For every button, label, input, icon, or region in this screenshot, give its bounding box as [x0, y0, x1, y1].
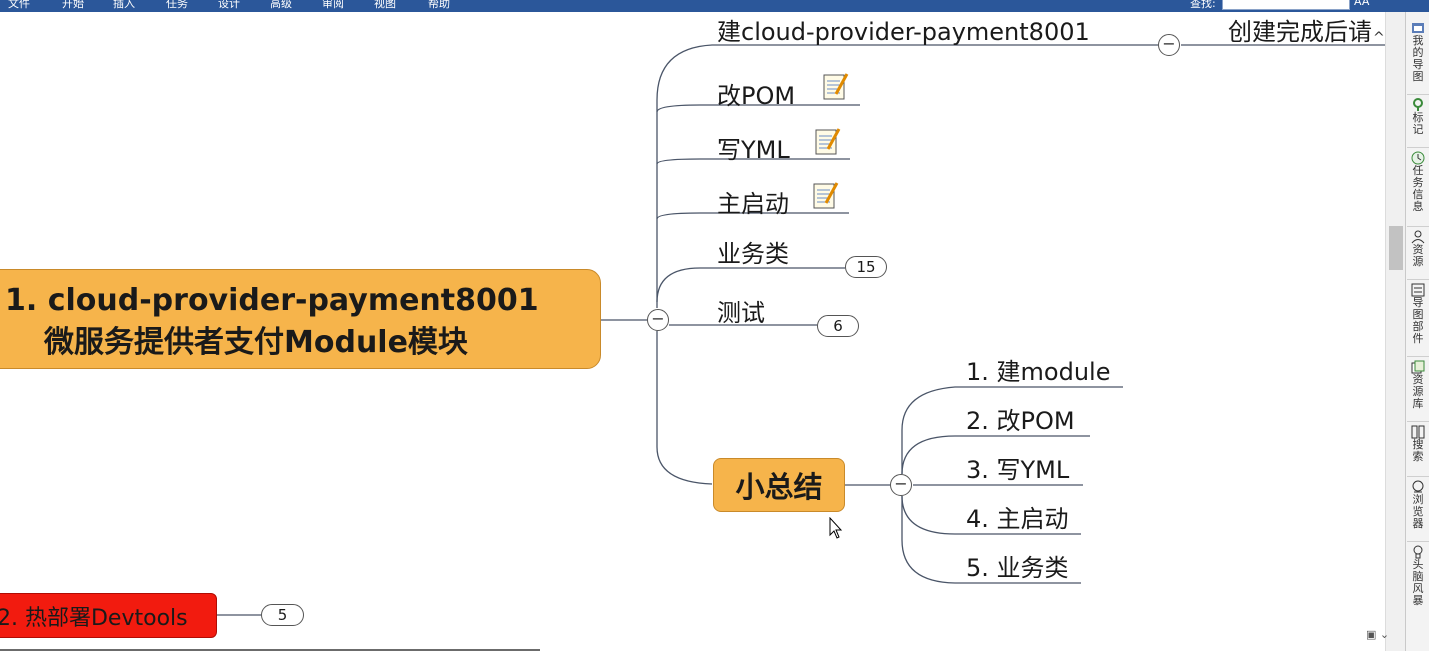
browser-icon — [1412, 480, 1424, 493]
side-tab-map-parts[interactable]: 导图部件 — [1407, 280, 1429, 357]
note-icon[interactable] — [813, 181, 839, 209]
topic-pom[interactable]: 改POM — [717, 82, 796, 110]
side-tab-my-maps[interactable]: 我的导图 — [1407, 18, 1429, 95]
menu-file[interactable]: 文件 — [8, 0, 30, 10]
mindmap-canvas[interactable]: 1. cloud-provider-payment8001 微服务提供者支付Mo… — [0, 12, 1405, 651]
count-badge-devtools[interactable]: 5 — [261, 604, 304, 626]
side-tab-browser[interactable]: 浏览器 — [1407, 477, 1429, 542]
folder-icon — [1412, 23, 1424, 33]
summary-item[interactable]: 1. 建module — [966, 358, 1111, 386]
menu-bar: 文件 开始 插入 任务 设计 高级 审阅 视图 帮助 查找: AA — [0, 0, 1429, 12]
side-tab-label: 头脑风暴 — [1412, 558, 1424, 607]
side-tab-markers[interactable]: 标记 — [1407, 95, 1429, 148]
library-icon — [1411, 360, 1425, 374]
note-icon[interactable] — [823, 72, 849, 100]
side-tab-label: 资源库 — [1412, 373, 1424, 410]
search-label: 查找: — [1190, 0, 1216, 10]
vertical-scrollbar[interactable] — [1385, 12, 1406, 651]
topic-main-class[interactable]: 主启动 — [717, 190, 789, 218]
view-options-icon[interactable]: ▣ ⌄ — [1366, 628, 1390, 641]
side-tab-label: 任务信息 — [1412, 164, 1424, 213]
parts-icon — [1411, 283, 1425, 297]
topic-devtools[interactable]: 2. 热部署Devtools — [0, 593, 217, 638]
side-tab-label: 资源 — [1412, 243, 1424, 268]
chevron-up-icon[interactable]: ^ — [1373, 30, 1385, 46]
menu-help[interactable]: 帮助 — [428, 0, 450, 10]
scrollbar-thumb[interactable] — [1389, 226, 1403, 270]
side-tab-resources[interactable]: 资源 — [1407, 227, 1429, 280]
summary-item[interactable]: 5. 业务类 — [966, 554, 1069, 582]
menu-view[interactable]: 视图 — [374, 0, 396, 10]
search-icon — [1411, 425, 1425, 439]
side-tab-label: 标记 — [1412, 111, 1424, 136]
summary-item[interactable]: 3. 写YML — [966, 456, 1070, 484]
mouse-cursor-icon — [829, 517, 843, 539]
side-tab-library[interactable]: 资源库 — [1407, 357, 1429, 422]
menu-design[interactable]: 设计 — [218, 0, 240, 10]
font-size-button[interactable]: AA — [1354, 0, 1370, 8]
collapse-toggle-main[interactable]: − — [647, 309, 669, 331]
count-badge-test[interactable]: 6 — [817, 315, 859, 337]
side-panel: 我的导图 标记 任务信息 资源 导图部件 资源库 搜索 浏览器 头脑风暴 — [1405, 12, 1429, 651]
lightbulb-icon — [1413, 545, 1423, 559]
menu-review[interactable]: 审阅 — [322, 0, 344, 10]
clock-icon — [1411, 151, 1425, 165]
count-badge-business[interactable]: 15 — [845, 256, 887, 278]
collapse-toggle-create[interactable]: − — [1158, 34, 1180, 56]
topic-create-module[interactable]: 建cloud-provider-payment8001 — [717, 18, 1090, 46]
marker-icon — [1413, 98, 1423, 111]
search-input[interactable] — [1222, 0, 1350, 10]
menu-task[interactable]: 任务 — [166, 0, 188, 10]
menu-home[interactable]: 开始 — [62, 0, 84, 10]
side-tab-label: 我的导图 — [1412, 34, 1424, 83]
topic-business[interactable]: 业务类 — [717, 240, 789, 268]
central-topic-title: 1. cloud-provider-payment8001 — [5, 283, 539, 318]
menu-advanced[interactable]: 高级 — [270, 0, 292, 10]
topic-yml[interactable]: 写YML — [717, 136, 790, 164]
side-tab-task-info[interactable]: 任务信息 — [1407, 148, 1429, 227]
side-tab-label: 浏览器 — [1412, 493, 1424, 530]
central-topic-subtitle: 微服务提供者支付Module模块 — [44, 325, 468, 360]
connector-lines — [0, 44, 1385, 651]
topic-create-note[interactable]: 创建完成后请 — [1228, 18, 1372, 46]
side-tab-label: 导图部件 — [1412, 296, 1424, 345]
menu-insert[interactable]: 插入 — [113, 0, 135, 10]
side-tab-label: 搜索 — [1412, 438, 1424, 463]
note-icon[interactable] — [815, 127, 841, 155]
summary-item[interactable]: 2. 改POM — [966, 407, 1075, 435]
person-icon — [1411, 230, 1425, 244]
collapse-toggle-summary[interactable]: − — [890, 474, 912, 496]
central-topic[interactable]: 1. cloud-provider-payment8001 微服务提供者支付Mo… — [0, 269, 601, 369]
summary-item[interactable]: 4. 主启动 — [966, 505, 1069, 533]
side-tab-brainstorm[interactable]: 头脑风暴 — [1407, 542, 1429, 622]
topic-test[interactable]: 测试 — [717, 299, 765, 327]
topic-summary[interactable]: 小总结 — [713, 458, 845, 512]
side-tab-search[interactable]: 搜索 — [1407, 422, 1429, 477]
